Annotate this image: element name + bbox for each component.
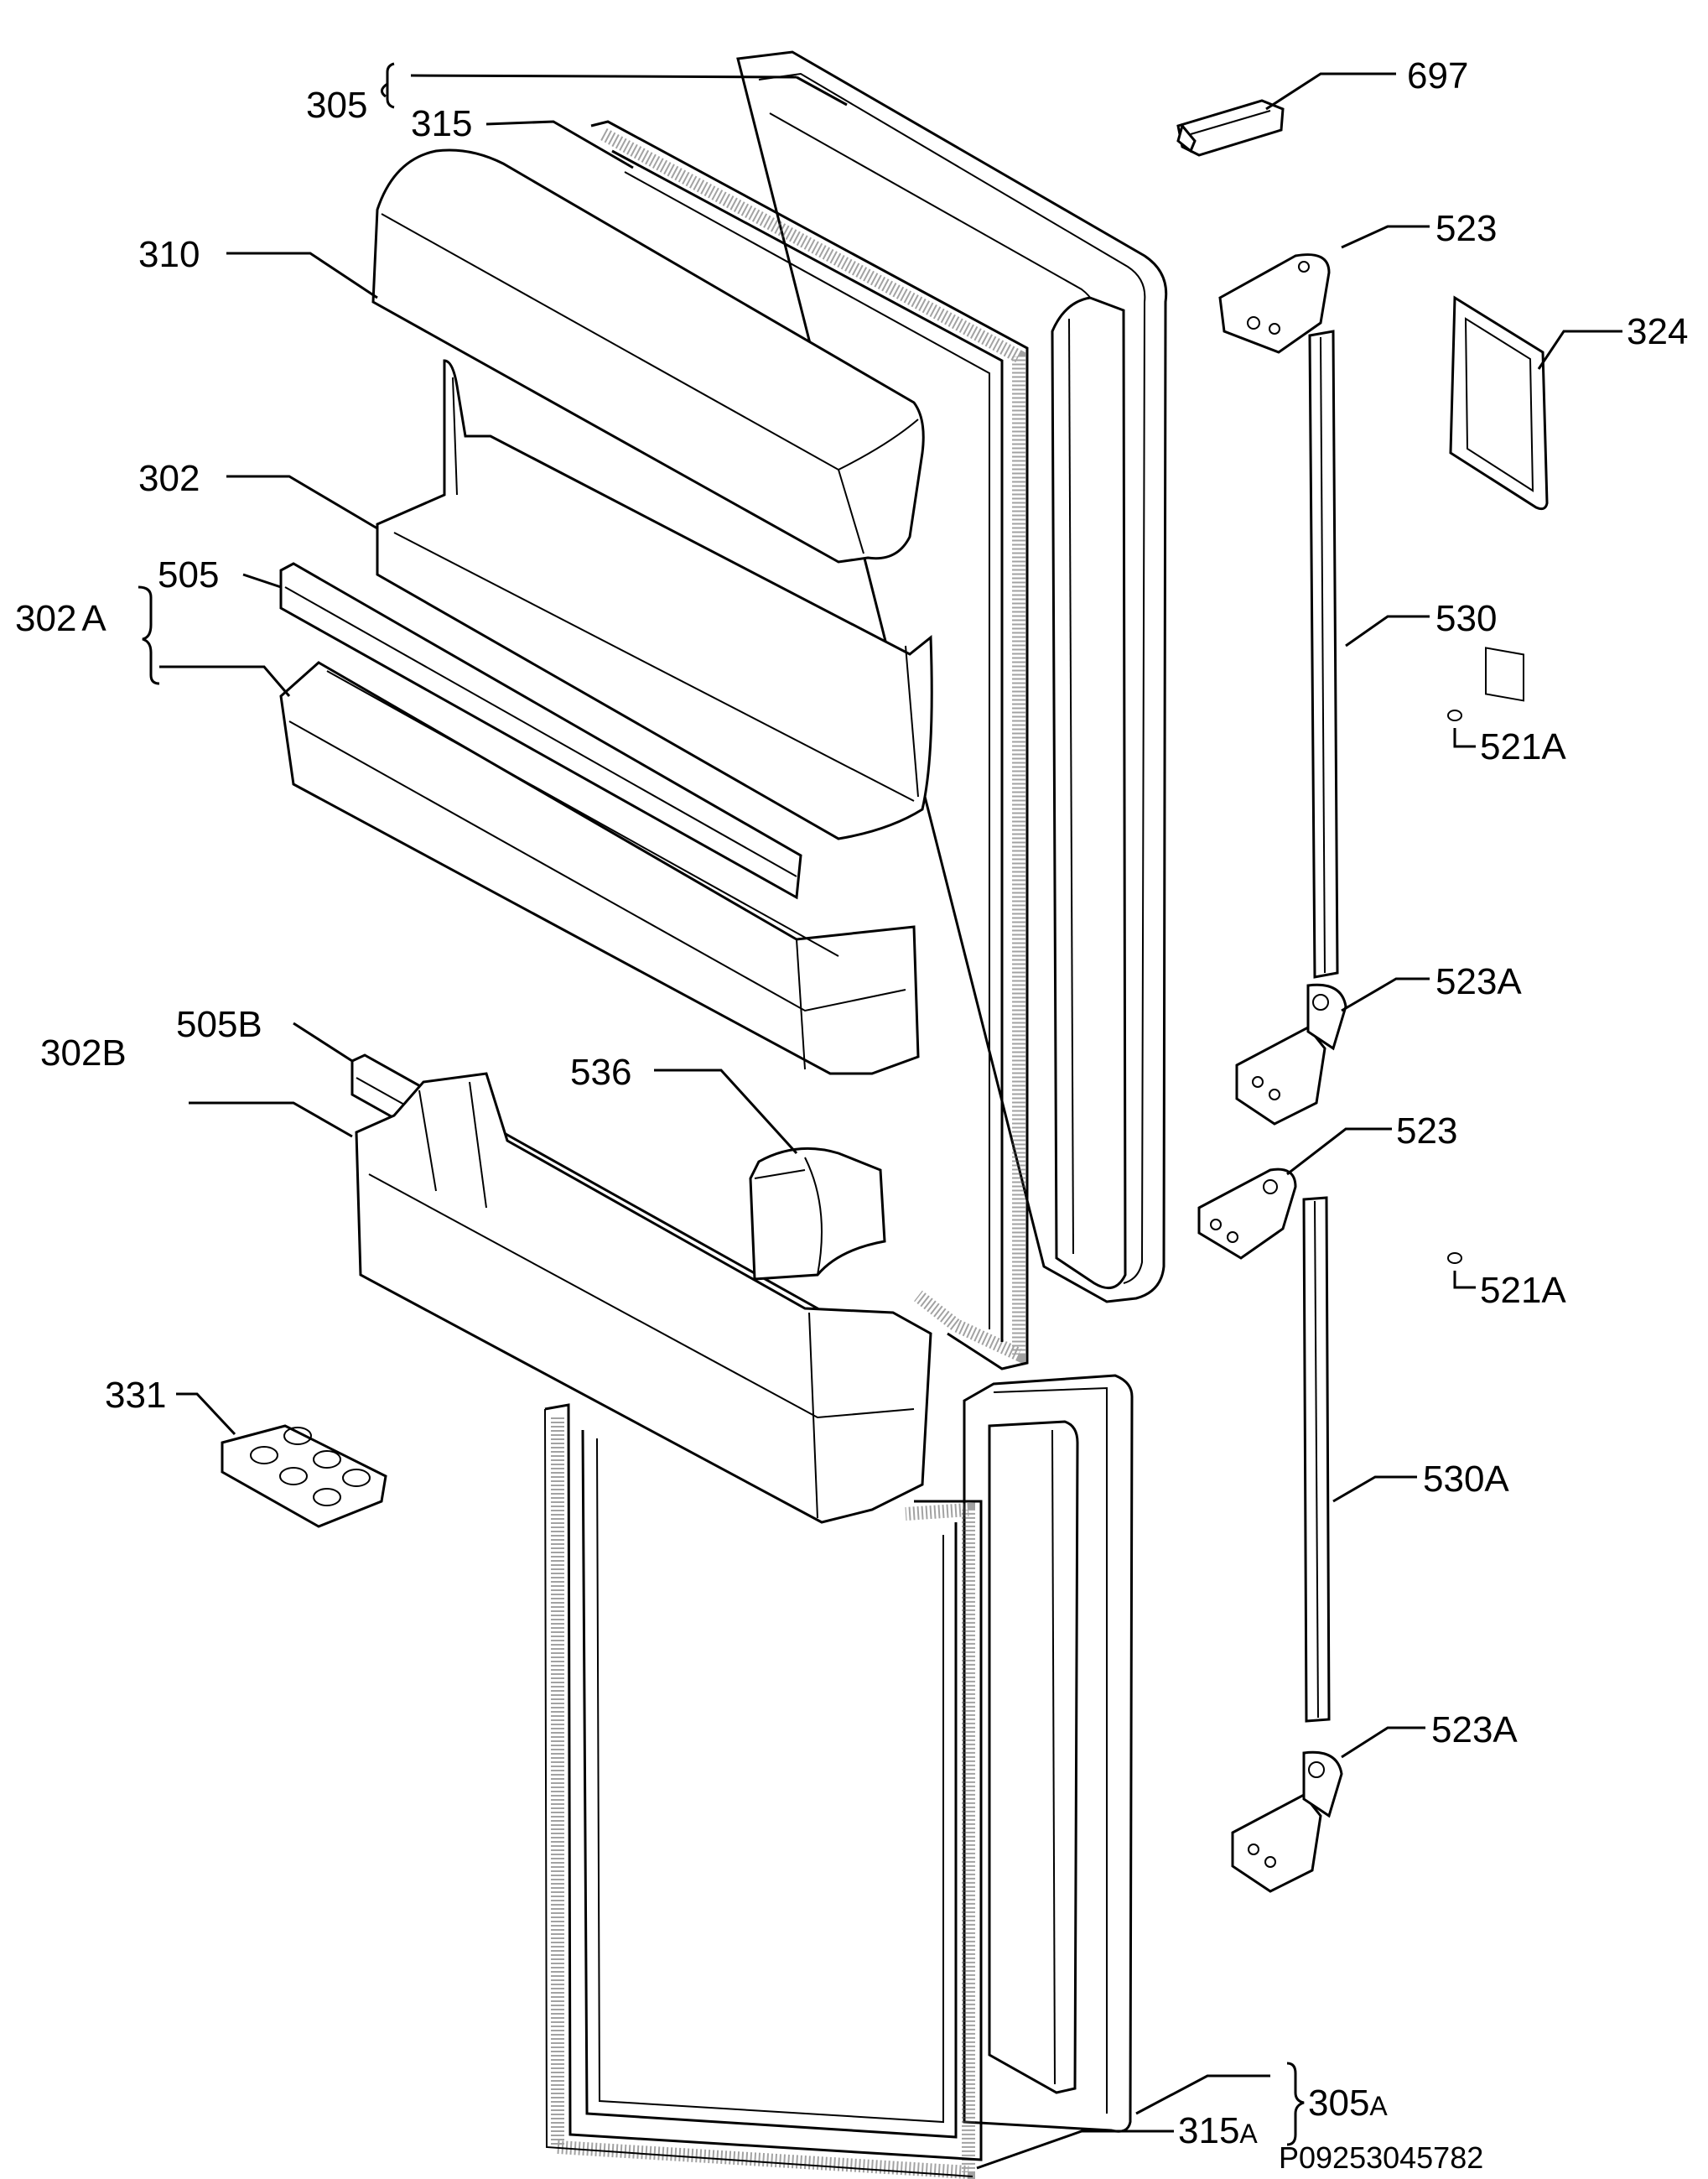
door-shelf-302 <box>376 359 933 840</box>
shelf-bar-505 <box>279 562 802 900</box>
label-523A-lower: 523A <box>1431 1709 1518 1750</box>
label-331: 331 <box>105 1375 166 1416</box>
lower-door-305A <box>963 1374 1134 2133</box>
leader-lines <box>138 62 1622 2170</box>
label-315A: 315A <box>1178 2110 1258 2151</box>
hinge-rod-530A <box>1302 1196 1331 1723</box>
egg-tray-331 <box>221 1424 387 1528</box>
label-310: 310 <box>138 234 200 275</box>
balcony-302A <box>279 661 920 1075</box>
label-523-mid: 523 <box>1396 1110 1457 1152</box>
label-302B: 302B <box>40 1032 127 1074</box>
label-505: 505 <box>158 554 219 595</box>
hinge-rod-530 <box>1308 330 1339 979</box>
upper-gasket-315 <box>590 120 1029 1370</box>
dairy-lid-310 <box>371 148 925 564</box>
label-536: 536 <box>570 1052 631 1093</box>
label-505B: 505B <box>176 1004 262 1045</box>
label-315: 315 <box>411 103 472 144</box>
plate-324 <box>1449 295 1549 702</box>
label-523A-upper: 523A <box>1435 961 1522 1002</box>
hinge-clip-697 <box>1176 99 1285 157</box>
label-324: 324 <box>1627 311 1688 352</box>
balcony-302B <box>355 1072 932 1524</box>
washer-521A-upper <box>1447 710 1462 721</box>
label-305A: 305A <box>1308 2083 1388 2124</box>
label-697: 697 <box>1407 55 1468 96</box>
label-305: 305 <box>306 85 367 126</box>
label-530A: 530A <box>1423 1459 1509 1500</box>
label-530: 530 <box>1435 598 1497 639</box>
label-523-top: 523 <box>1435 208 1497 249</box>
washer-521A-lower <box>1447 1252 1462 1264</box>
lower-gasket-315A <box>544 1403 983 2179</box>
drawing-reference: P09253045782 <box>1279 2140 1483 2175</box>
label-521A-lower: 521A <box>1480 1270 1566 1311</box>
hinge-523-mid <box>1197 1168 1297 1260</box>
label-302: 302 <box>138 458 200 499</box>
hinge-523-top <box>1218 253 1331 354</box>
hinge-523A-lower <box>1231 1750 1343 1893</box>
label-521A-upper: 521A <box>1480 726 1566 767</box>
hinge-523A-upper <box>1235 983 1347 1126</box>
holder-536 <box>749 1147 886 1281</box>
